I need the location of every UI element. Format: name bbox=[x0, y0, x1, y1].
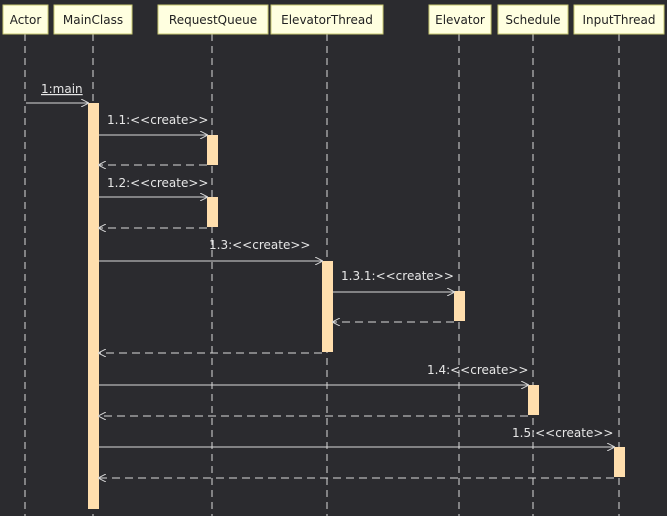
activation-bar-et bbox=[322, 261, 333, 352]
message-label: 1.1:<<create>> bbox=[107, 113, 208, 127]
participant-box bbox=[573, 4, 665, 35]
activation-bar-it bbox=[614, 447, 625, 477]
call-message: 1.3.1:<<create>> bbox=[333, 269, 454, 292]
activation-bar-rq bbox=[207, 135, 218, 165]
message-label: 1.4:<<create>> bbox=[427, 363, 528, 377]
message-label: 1.3:<<create>> bbox=[209, 238, 310, 252]
participant-actor[interactable]: Actor bbox=[2, 4, 49, 35]
participant-name: ElevatorThread bbox=[281, 13, 373, 27]
message-label: 1.3.1:<<create>> bbox=[341, 269, 454, 283]
participant-name: Schedule bbox=[505, 13, 560, 27]
call-message: 1.1:<<create>> bbox=[99, 113, 208, 135]
participant-box bbox=[497, 4, 569, 35]
participant-rq[interactable]: RequestQueue bbox=[157, 4, 269, 35]
participant-box bbox=[428, 4, 492, 35]
participant-name: InputThread bbox=[582, 13, 655, 27]
message-label: 1.5:<<create>> bbox=[512, 426, 613, 440]
participant-sc[interactable]: Schedule bbox=[497, 4, 569, 35]
call-message: 1.3:<<create>> bbox=[99, 238, 322, 261]
participant-it[interactable]: InputThread bbox=[573, 4, 665, 35]
participant-box bbox=[270, 4, 384, 35]
participant-name: MainClass bbox=[63, 13, 123, 27]
participant-box bbox=[2, 4, 49, 35]
participant-el[interactable]: Elevator bbox=[428, 4, 492, 35]
participant-name: Actor bbox=[10, 13, 42, 27]
activation-bar-rq bbox=[207, 197, 218, 227]
activation-bar-main bbox=[88, 103, 99, 509]
participant-box bbox=[53, 4, 133, 35]
message-label: 1.2:<<create>> bbox=[107, 176, 208, 190]
call-message: 1.5:<<create>> bbox=[99, 426, 614, 447]
participant-box bbox=[157, 4, 269, 35]
participant-name: RequestQueue bbox=[169, 13, 257, 27]
call-message: 1.2:<<create>> bbox=[99, 176, 208, 197]
call-message: 1:main bbox=[26, 82, 88, 103]
participant-name: Elevator bbox=[435, 13, 485, 27]
activation-bar-el bbox=[454, 291, 465, 321]
participant-main[interactable]: MainClass bbox=[53, 4, 133, 35]
activation-bar-sc bbox=[528, 385, 539, 415]
participant-et[interactable]: ElevatorThread bbox=[270, 4, 384, 35]
message-label: 1:main bbox=[41, 82, 83, 96]
call-message: 1.4:<<create>> bbox=[99, 363, 528, 385]
